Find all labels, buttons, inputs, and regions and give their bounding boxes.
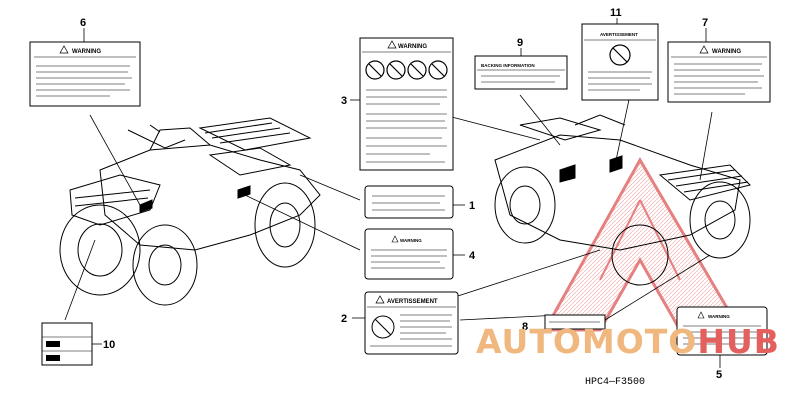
label-10 [41,322,93,366]
avertissement-label-11-title: AVERTISSEMENT [600,32,638,37]
warning-label-6-title: WARNING [72,49,101,55]
callout-3: 3 [341,95,347,107]
part-code: HPC4—F3500 [585,377,646,388]
label-9-title: BACKING INFORMATION [481,63,535,68]
avertissement-label-2-title: AVERTISSEMENT [387,299,438,305]
label-8 [544,314,606,330]
callout-5: 5 [716,369,722,381]
label-1 [364,185,454,219]
callout-9: 9 [517,37,523,49]
callout-6: 6 [80,17,86,29]
warning-label-4-title: WARNING [400,238,422,243]
warning-label-5-title: WARNING [708,314,730,319]
callout-11: 11 [610,7,622,19]
callout-1: 1 [469,200,475,212]
watermark-text: AUTOMOTOHUB [476,322,780,361]
callout-2: 2 [341,313,347,325]
atv-front-view [59,117,321,306]
warning-label-7-title: WARNING [712,49,741,55]
callout-7: 7 [702,17,708,29]
warning-label-3: WARNING [359,37,454,171]
callout-10: 10 [103,339,115,351]
callout-4: 4 [469,250,476,262]
watermark-text-part1: AUTOMOTO [476,322,698,361]
warning-label-7: WARNING [667,41,771,103]
callout-ticks [83,18,707,345]
watermark-text-part2: HUB [697,322,780,361]
callout-numbers: 6 3 1 4 2 9 11 7 8 5 10 [80,7,722,381]
warning-label-4: WARNING [364,228,454,280]
warning-label-3-title: WARNING [398,44,427,50]
callout-8: 8 [522,321,528,333]
atv-rear-view [494,114,751,286]
warning-label-6: WARNING [29,41,141,107]
avertissement-label-11: AVERTISSEMENT [581,23,659,101]
avertissement-label-2: AVERTISSEMENT [364,291,459,355]
warning-label-5: WARNING [676,306,768,356]
label-9: BACKING INFORMATION [474,55,568,90]
